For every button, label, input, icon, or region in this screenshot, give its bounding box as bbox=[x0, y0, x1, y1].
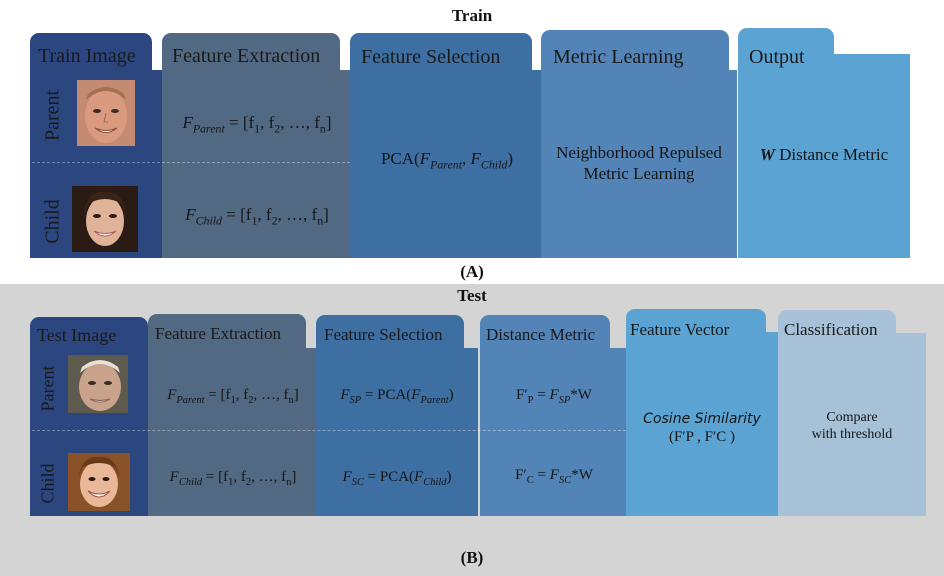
caption-a: (A) bbox=[460, 262, 484, 281]
test-extraction-child-formula: FChild = [f1, f2, …, fn] bbox=[169, 469, 297, 489]
test-selection-column bbox=[316, 348, 478, 516]
train-parent-label: Parent bbox=[41, 89, 64, 142]
test-vector-column bbox=[626, 332, 778, 516]
test-classification-column bbox=[778, 333, 926, 516]
train-image-header: Train Image bbox=[38, 45, 136, 67]
test-child-label: Child bbox=[37, 463, 58, 504]
train-extraction-header: Feature Extraction bbox=[172, 45, 321, 67]
test-distance-child-formula: F′C = FSC*W bbox=[515, 467, 593, 487]
test-classification-text: Compare with threshold bbox=[778, 404, 926, 448]
train-selection-header: Feature Selection bbox=[361, 46, 501, 68]
test-vector-text: Cosine Similarity (F′P , F′C ) bbox=[626, 404, 778, 454]
train-parent-face-image bbox=[77, 80, 135, 146]
test-vector-line2: (F′P , F′C ) bbox=[668, 429, 736, 446]
test-classification-line1: Compare bbox=[826, 409, 878, 425]
test-selection-parent-formula: FSP = PCA(FParent) bbox=[340, 387, 454, 407]
test-vector-header: Feature Vector bbox=[630, 320, 730, 339]
test-parent-label: Parent bbox=[37, 365, 58, 412]
train-metric-header: Metric Learning bbox=[553, 46, 684, 68]
test-classification-line2: with threshold bbox=[811, 427, 893, 442]
train-metric-column bbox=[541, 70, 737, 258]
test-title: Test bbox=[457, 286, 487, 305]
test-child-face-image bbox=[68, 453, 130, 511]
test-extraction-column bbox=[148, 348, 318, 516]
test-selection-child-formula: FSC = PCA(FChild) bbox=[342, 469, 452, 489]
test-distance-parent-formula: F′P = FSP*W bbox=[516, 387, 592, 407]
test-row-divider bbox=[32, 430, 626, 431]
test-distance-tab bbox=[480, 315, 610, 353]
train-selection-tab bbox=[350, 33, 532, 75]
train-output-text: W Distance Metric bbox=[759, 145, 889, 165]
train-image-tab bbox=[30, 33, 152, 75]
test-extraction-tab bbox=[148, 314, 306, 353]
train-metric-text: Neighborhood Repulsed Metric Learning bbox=[541, 138, 737, 188]
test-distance-header: Distance Metric bbox=[486, 325, 596, 344]
test-parent-face-image bbox=[68, 355, 128, 413]
train-extraction-column bbox=[162, 70, 352, 258]
train-metric-line1: Neighborhood Repulsed bbox=[556, 142, 722, 162]
train-selection-formula: PCA(FParent, FChild) bbox=[380, 148, 514, 172]
train-metric-tab bbox=[541, 30, 729, 75]
train-extraction-tab bbox=[162, 33, 340, 75]
train-selection-column bbox=[350, 70, 544, 258]
test-image-tab bbox=[30, 317, 148, 353]
test-image-header: Test Image bbox=[37, 325, 117, 345]
test-vector-line1: Cosine Similarity bbox=[643, 410, 761, 427]
test-extraction-parent-formula: FParent = [f1, f2, …, fn] bbox=[167, 387, 299, 407]
test-extraction-header: Feature Extraction bbox=[155, 324, 282, 343]
train-child-face-image bbox=[72, 186, 138, 252]
train-child-label: Child bbox=[41, 199, 64, 244]
train-extraction-parent-formula: FParent = [f1, f2, …, fn] bbox=[182, 112, 332, 136]
test-selection-header: Feature Selection bbox=[324, 325, 443, 344]
test-selection-tab bbox=[316, 315, 464, 353]
train-extraction-child-formula: FChild = [f1, f2, …, fn] bbox=[185, 204, 329, 228]
test-distance-column bbox=[480, 348, 628, 516]
train-metric-line2: Metric Learning bbox=[583, 164, 695, 183]
test-classification-header: Classification bbox=[784, 320, 878, 339]
caption-b: (B) bbox=[460, 548, 484, 567]
train-output-column bbox=[738, 54, 910, 258]
train-row-divider bbox=[32, 162, 350, 163]
train-title: Train bbox=[451, 6, 493, 25]
train-output-header: Output bbox=[749, 46, 805, 68]
